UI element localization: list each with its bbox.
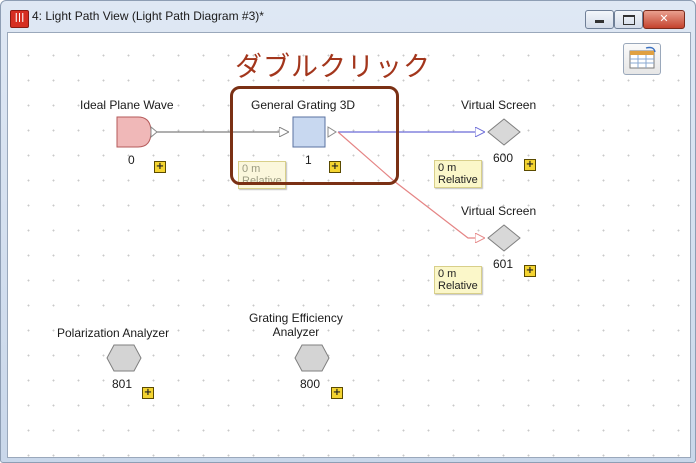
virtual-screen-600-shape	[487, 118, 521, 146]
table-icon	[629, 46, 656, 69]
link-grating-to-screen-601	[337, 131, 484, 238]
screen-601-note-distance: 0 m	[438, 268, 457, 280]
title-bar[interactable]: ||| 4: Light Path View (Light Path Diagr…	[1, 1, 695, 31]
minimize-button[interactable]	[585, 10, 614, 29]
highlight-box	[230, 86, 399, 185]
grating-note-distance: 0 m	[242, 163, 261, 175]
grating-efficiency-label-line2: Analyzer	[272, 325, 320, 339]
general-grating-expand-icon[interactable]: +	[329, 161, 341, 173]
polarization-analyzer-shape	[106, 344, 142, 372]
grating-shape	[292, 116, 326, 148]
grating-efficiency-analyzer-expand-icon[interactable]: +	[331, 387, 343, 399]
plane-wave-source-shape	[116, 116, 152, 148]
general-grating-index: 1	[305, 153, 312, 167]
screen-601-note-mode: Relative	[438, 280, 478, 292]
maximize-icon	[623, 15, 635, 25]
grating-efficiency-analyzer-label: Grating Efficiency Analyzer	[249, 311, 343, 339]
grating-efficiency-analyzer-shape	[294, 344, 330, 372]
virtual-screen-600-label: Virtual Screen	[461, 98, 537, 112]
polarization-analyzer-expand-icon[interactable]: +	[142, 387, 154, 399]
table-view-button[interactable]	[623, 43, 661, 75]
ideal-plane-wave-expand-icon[interactable]: +	[154, 161, 166, 173]
grating-efficiency-analyzer-index: 800	[300, 377, 321, 391]
virtual-screen-601-shape	[487, 224, 521, 252]
screen-601-position-note[interactable]: 0 m Relative	[434, 266, 482, 294]
app-icon[interactable]: |||	[10, 10, 29, 28]
virtual-screen-601-index: 601	[493, 257, 514, 271]
double-click-annotation: ダブルクリック	[235, 52, 431, 82]
grating-efficiency-label-line1: Grating Efficiency	[249, 311, 343, 325]
minimize-icon	[595, 20, 604, 23]
screen-600-position-note[interactable]: 0 m Relative	[434, 160, 482, 188]
diagram-canvas[interactable]: Ideal Plane Wave 0 + General Grating 3D …	[7, 32, 691, 458]
general-grating-label: General Grating 3D	[251, 98, 356, 112]
output-port	[327, 126, 337, 138]
close-button[interactable]: ✕	[643, 10, 685, 29]
maximize-button[interactable]	[614, 10, 643, 29]
virtual-screen-600-expand-icon[interactable]: +	[524, 159, 536, 171]
close-icon: ✕	[659, 12, 669, 25]
window-title: 4: Light Path View (Light Path Diagram #…	[32, 9, 264, 23]
ideal-plane-wave-label: Ideal Plane Wave	[80, 98, 174, 112]
virtual-screen-600-index: 600	[493, 151, 514, 165]
ideal-plane-wave-index: 0	[128, 153, 135, 167]
virtual-screen-601-expand-icon[interactable]: +	[524, 265, 536, 277]
polarization-analyzer-index: 801	[112, 377, 133, 391]
polarization-analyzer-label: Polarization Analyzer	[57, 326, 170, 340]
screen-600-note-mode: Relative	[438, 174, 478, 186]
screen-600-note-distance: 0 m	[438, 162, 457, 174]
virtual-screen-601-label: Virtual Screen	[461, 204, 537, 218]
diagram-links	[106, 116, 521, 372]
